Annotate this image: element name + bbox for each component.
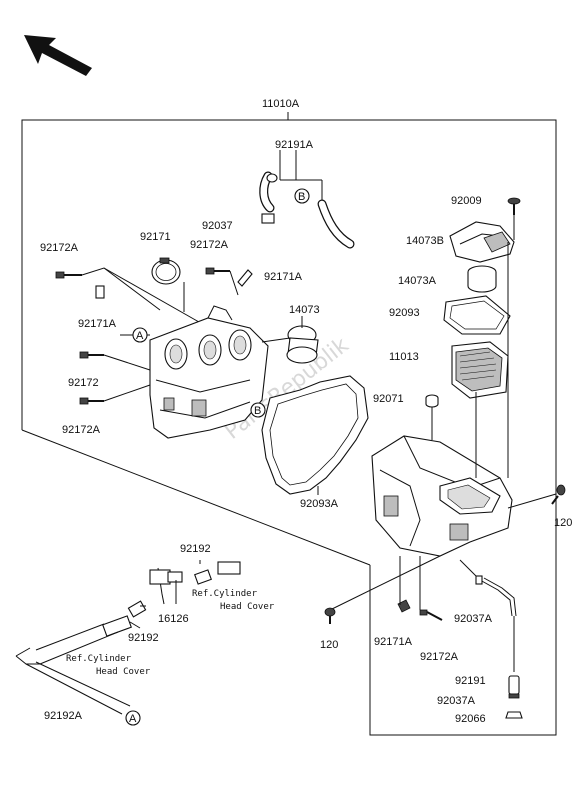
- screw-120-right: [551, 484, 566, 505]
- ref-note-2-line1: Ref.Cylinder: [66, 654, 132, 664]
- duct-14073: [286, 316, 319, 364]
- screw-120-bottom: [324, 607, 336, 624]
- duct-14073a: [467, 265, 497, 293]
- label-11010a: 11010A: [262, 98, 300, 110]
- label-92171: 92171: [140, 231, 171, 243]
- gasket-92093a: [261, 375, 369, 495]
- label-11013: 11013: [389, 351, 419, 363]
- assembly-outline: [21, 112, 557, 736]
- label-120-right: 120: [554, 517, 572, 529]
- cover-14073b: [449, 221, 515, 263]
- svg-text:A: A: [136, 330, 144, 342]
- callout-a-1: A: [132, 327, 148, 343]
- label-120-bottom: 120: [320, 639, 338, 651]
- label-92037: 92037: [202, 220, 233, 232]
- bolt-92172a-top: [205, 267, 230, 275]
- label-92093: 92093: [389, 307, 420, 319]
- bolt-92172: [79, 351, 104, 359]
- label-92172: 92172: [68, 377, 99, 389]
- label-92191a: 92191A: [275, 139, 314, 151]
- label-92071: 92071: [373, 393, 404, 405]
- intake-cover: [149, 305, 291, 439]
- label-92172a-low: 92172A: [62, 424, 101, 436]
- label-92192-top: 92192: [180, 543, 211, 555]
- label-92172a-bottom: 92172A: [420, 651, 459, 663]
- label-92192a: 92192A: [44, 710, 83, 722]
- gasket-92093: [443, 295, 511, 335]
- label-92171a-right: 92171A: [264, 271, 303, 283]
- label-92172a-left: 92172A: [40, 242, 79, 254]
- label-14073a: 14073A: [398, 275, 437, 287]
- label-92066: 92066: [455, 713, 486, 725]
- air-box: [329, 242, 557, 611]
- ref-note-1-line1: Ref.Cylinder: [192, 589, 258, 599]
- ref-note-2-line2: Head Cover: [96, 667, 151, 677]
- svg-text:B: B: [254, 405, 261, 417]
- svg-text:A: A: [129, 713, 137, 725]
- label-92037a-low: 92037A: [437, 695, 476, 707]
- clip-92171a-bottom: [397, 599, 411, 613]
- label-92172a-top: 92172A: [190, 239, 229, 251]
- label-16126: 16126: [158, 613, 189, 625]
- bolt-92172a-bottom: [419, 609, 443, 621]
- filter-element-11013: [451, 341, 509, 399]
- label-92093a: 92093A: [300, 498, 339, 510]
- drain-hose-92191: [475, 575, 523, 719]
- screw-92009: [507, 197, 521, 240]
- label-14073b: 14073B: [406, 235, 444, 247]
- clamp-92171: [151, 257, 185, 312]
- bolt-92172a-low: [79, 397, 104, 405]
- label-92009: 92009: [451, 195, 482, 207]
- hoses-lower-left: [15, 560, 241, 715]
- clip-92171a-right: [237, 269, 253, 287]
- bottom-leader-lines: [399, 556, 481, 610]
- label-92192-mid: 92192: [128, 632, 159, 644]
- front-arrow-icon: [24, 35, 92, 76]
- label-92171a-left: 92171A: [78, 318, 117, 330]
- label-14073: 14073: [289, 304, 320, 316]
- clip-92171a-left: [95, 285, 105, 299]
- callout-b-1: B: [294, 188, 310, 204]
- bolt-92172a-top-left: [55, 271, 82, 279]
- breather-hose-92191a: [259, 150, 355, 249]
- callout-b-2: B: [250, 402, 266, 418]
- label-92037a-mid: 92037A: [454, 613, 493, 625]
- label-92191: 92191: [455, 675, 486, 687]
- ref-note-1-line2: Head Cover: [220, 602, 275, 612]
- grommet-92071: [425, 394, 439, 440]
- label-92171a-bottom: 92171A: [374, 636, 413, 648]
- svg-text:B: B: [298, 191, 305, 203]
- callout-a-2: A: [125, 710, 141, 726]
